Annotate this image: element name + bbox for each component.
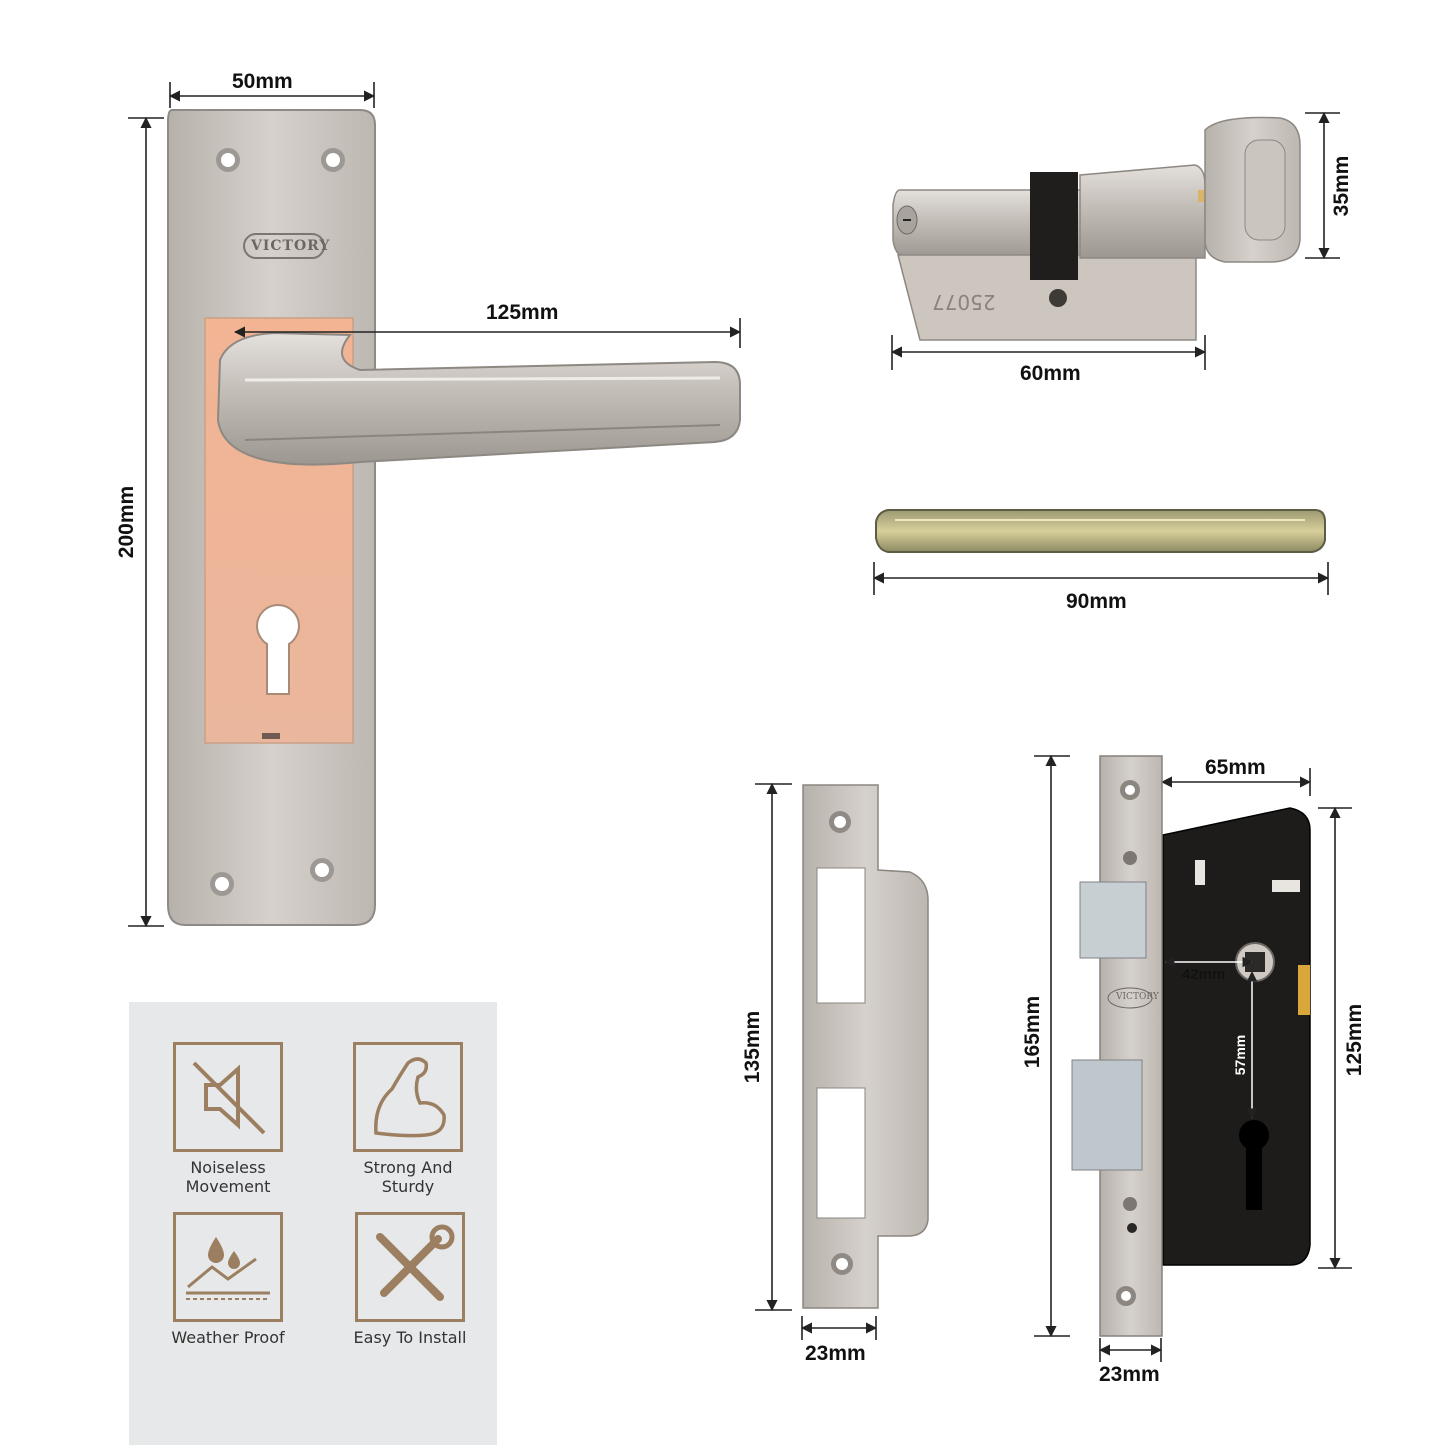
features-panel: Noiseless Movement Strong And Sturdy Wea… <box>129 1002 497 1445</box>
feature-install: Easy To Install <box>337 1212 483 1347</box>
strong-arm-icon <box>353 1042 463 1152</box>
weather-proof-icon <box>173 1212 283 1322</box>
cylinder-height-label: 35mm <box>1330 155 1353 217</box>
feature-noiseless: Noiseless Movement <box>155 1042 301 1196</box>
plate-height-label: 200mm <box>115 485 138 559</box>
lock-face-width-label: 23mm <box>1099 1363 1160 1386</box>
lock-face-height-label: 165mm <box>1021 995 1044 1069</box>
cylinder-engraving: 25077 <box>932 290 996 314</box>
strike-width-label: 23mm <box>805 1342 866 1365</box>
backset-label: 42mm <box>1182 966 1226 983</box>
brand-logo: VICTORY <box>251 238 331 254</box>
feature-strong: Strong And Sturdy <box>335 1042 481 1196</box>
euro-cylinder <box>892 116 1301 341</box>
keyhole-icon <box>255 603 301 695</box>
screw-icon <box>210 148 345 896</box>
lever-handle <box>216 331 741 466</box>
feature-label: Weather Proof <box>171 1328 285 1347</box>
lock-depth-label: 65mm <box>1205 756 1266 779</box>
centres-label: 57mm <box>1232 1034 1248 1076</box>
feature-weather: Weather Proof <box>155 1212 301 1347</box>
no-sound-icon <box>173 1042 283 1152</box>
spindle-length-label: 90mm <box>1066 590 1127 613</box>
handle-length-label: 125mm <box>486 301 559 324</box>
spindle-bar <box>875 509 1326 553</box>
lockbody-logo: VICTORY <box>1116 992 1159 1002</box>
feature-label: Noiseless Movement <box>185 1158 271 1196</box>
lock-body-height-label: 125mm <box>1343 1003 1366 1077</box>
mortise-lock <box>1071 755 1311 1337</box>
strike-height-label: 135mm <box>741 1010 764 1084</box>
tools-icon <box>355 1212 465 1322</box>
dimension-lines <box>128 82 1352 1362</box>
strike-plate <box>802 784 929 1309</box>
feature-label: Easy To Install <box>353 1328 467 1347</box>
handle-plate <box>167 109 376 926</box>
plate-width-label: 50mm <box>232 70 293 93</box>
feature-label: Strong And Sturdy <box>363 1158 453 1196</box>
cylinder-length-label: 60mm <box>1020 362 1081 385</box>
